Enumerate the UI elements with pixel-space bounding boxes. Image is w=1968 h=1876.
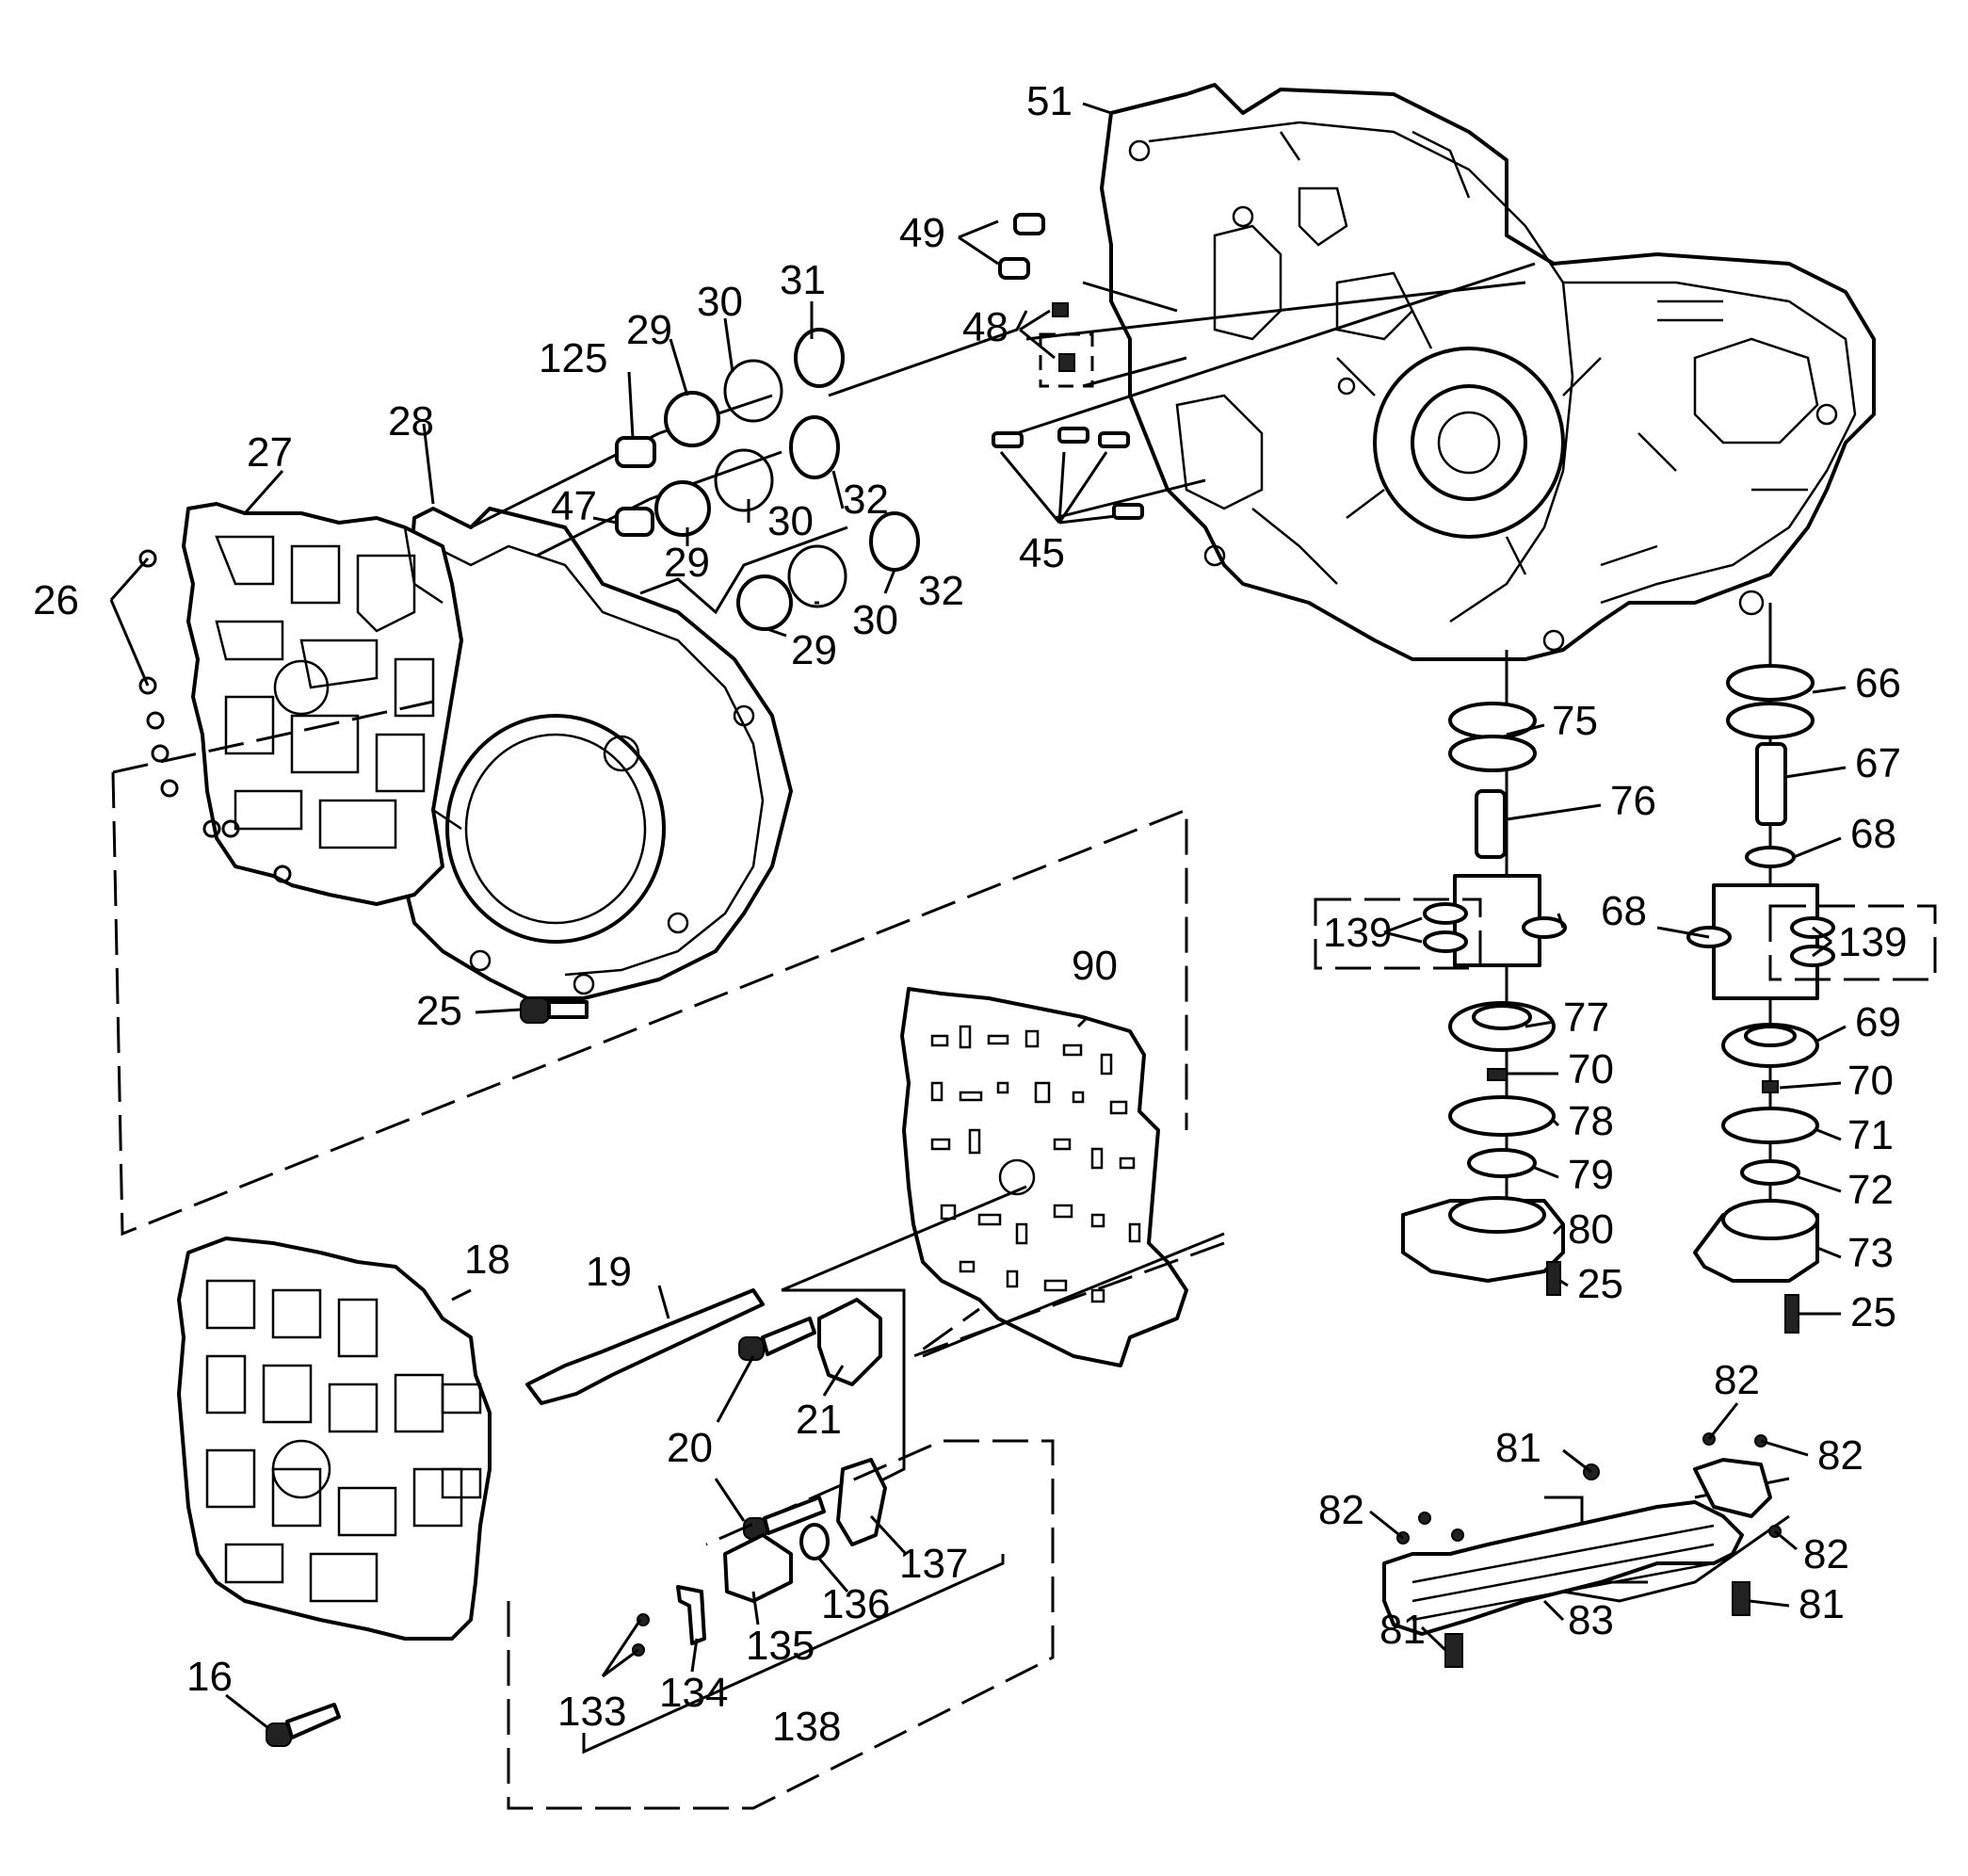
callout-30a: 30: [697, 279, 743, 325]
callout-76: 76: [1610, 778, 1656, 824]
lower-valve-body: [177, 1237, 492, 1641]
callout-67: 67: [1855, 740, 1901, 786]
callout-77: 77: [1563, 995, 1609, 1041]
accumulator-right-stack: [1686, 664, 1835, 1334]
callout-47: 47: [551, 483, 597, 529]
callout-69: 69: [1855, 999, 1901, 1045]
callout-25c: 25: [1850, 1289, 1896, 1335]
callout-136: 136: [821, 1581, 890, 1627]
callout-30b: 30: [767, 498, 814, 544]
callout-21: 21: [796, 1397, 842, 1443]
callout-78: 78: [1568, 1098, 1614, 1144]
callout-138: 138: [772, 1704, 841, 1750]
small-parts-upper: [138, 213, 1144, 1024]
small-parts-lower: [266, 1288, 1055, 1810]
transmission-case: [1100, 83, 1876, 661]
callout-82b: 82: [1817, 1432, 1863, 1479]
callout-82c: 82: [1318, 1487, 1364, 1533]
callout-139b: 139: [1838, 919, 1907, 965]
callout-labels: 51 49 48 45 31 30 29 125 28 27 26 47 32 …: [33, 78, 1907, 1750]
callout-48: 48: [962, 304, 1008, 350]
callout-70b: 70: [1847, 1058, 1894, 1104]
callout-125: 125: [539, 335, 607, 381]
callout-29b: 29: [664, 540, 710, 586]
callout-26: 26: [33, 577, 79, 623]
callout-82a: 82: [1714, 1357, 1760, 1403]
callout-81b: 81: [1379, 1607, 1426, 1653]
callout-19: 19: [586, 1249, 632, 1295]
callout-73: 73: [1847, 1230, 1894, 1276]
callout-72: 72: [1847, 1167, 1894, 1213]
callout-68b: 68: [1850, 811, 1896, 857]
accumulator-left-stack: [1401, 702, 1567, 1296]
callout-30c: 30: [852, 597, 898, 643]
upper-valve-body: [182, 502, 463, 906]
callout-134: 134: [659, 1670, 728, 1716]
dashed-boxes: [1314, 898, 1937, 981]
callout-51: 51: [1026, 78, 1073, 124]
callout-68a: 68: [1601, 888, 1647, 934]
callout-139a: 139: [1323, 910, 1392, 956]
callout-25a: 25: [416, 988, 462, 1034]
callout-75: 75: [1552, 698, 1598, 744]
callout-81c: 81: [1799, 1581, 1845, 1627]
callout-137: 137: [899, 1541, 968, 1587]
callout-66: 66: [1855, 660, 1901, 706]
callout-82d: 82: [1803, 1531, 1849, 1577]
callout-81a: 81: [1495, 1425, 1541, 1471]
callout-80: 80: [1568, 1206, 1614, 1253]
callout-32b: 32: [918, 568, 964, 614]
callout-83: 83: [1568, 1597, 1614, 1643]
callout-79: 79: [1568, 1152, 1614, 1198]
callout-16: 16: [186, 1654, 233, 1700]
callout-20a: 20: [667, 1425, 713, 1471]
callout-49: 49: [899, 210, 945, 256]
separator-plate: [900, 987, 1188, 1367]
callout-70a: 70: [1568, 1046, 1614, 1092]
callout-29a: 29: [626, 307, 672, 353]
callout-27: 27: [247, 429, 293, 476]
callout-29c: 29: [791, 627, 837, 673]
leader-lines: [109, 102, 1847, 1730]
callout-135: 135: [746, 1623, 815, 1669]
callout-71: 71: [1847, 1112, 1894, 1158]
callout-31: 31: [780, 257, 826, 303]
callout-25b: 25: [1577, 1261, 1623, 1307]
callout-32a: 32: [843, 477, 889, 523]
callout-133: 133: [557, 1689, 626, 1735]
callout-18: 18: [464, 1237, 510, 1283]
callout-90: 90: [1072, 943, 1118, 989]
channel-plate-cover: [403, 507, 793, 1000]
callout-45: 45: [1019, 530, 1065, 576]
callout-28: 28: [388, 398, 434, 445]
